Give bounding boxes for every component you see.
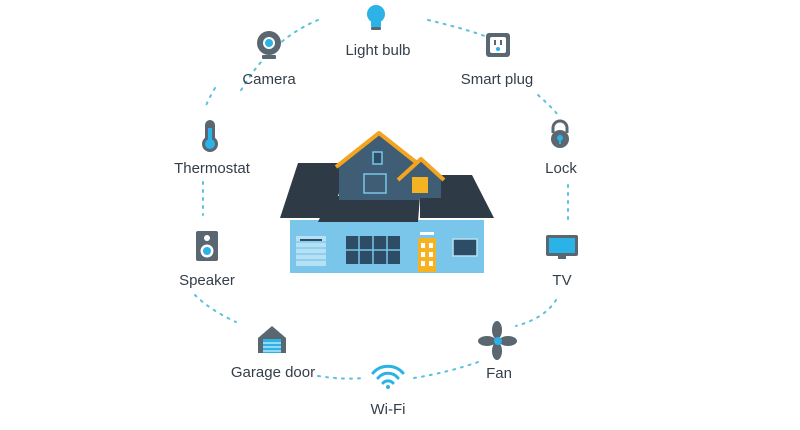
speaker-icon [196, 231, 218, 261]
connector-wifi-fan [413, 361, 479, 379]
connection-ring [194, 19, 569, 380]
thermostat-icon [202, 120, 218, 152]
smart-plug-icon [486, 33, 510, 57]
connector-camera-thermostat [204, 87, 216, 109]
wifi-icon [371, 364, 405, 389]
house-illustration [280, 131, 494, 273]
label-wifi: Wi-Fi [370, 401, 406, 418]
tv-icon [546, 235, 578, 259]
label-thermostat: Thermostat [174, 160, 250, 177]
light-bulb-icon [367, 5, 385, 30]
garage-door-icon [258, 326, 286, 353]
camera-icon [257, 31, 281, 59]
connector-speaker-garage [194, 294, 237, 323]
label-smart-plug: Smart plug [460, 71, 534, 88]
connector-tv-fan [515, 299, 557, 327]
label-camera: Camera [242, 71, 296, 88]
roof-middle [318, 196, 420, 222]
label-light-bulb: Light bulb [345, 42, 411, 59]
connector-bulb-plug [427, 19, 491, 39]
fan-icon [478, 321, 517, 360]
label-garage-door: Garage door [230, 364, 316, 381]
label-lock: Lock [545, 160, 577, 177]
connector-garage-wifi [317, 375, 363, 380]
front-door [418, 238, 436, 272]
connector-plug-lock [537, 94, 561, 119]
connector-bulb-camera [239, 19, 319, 93]
lock-icon [551, 119, 569, 148]
label-fan: Fan [486, 365, 512, 382]
label-tv: TV [552, 272, 572, 289]
label-speaker: Speaker [179, 272, 235, 289]
